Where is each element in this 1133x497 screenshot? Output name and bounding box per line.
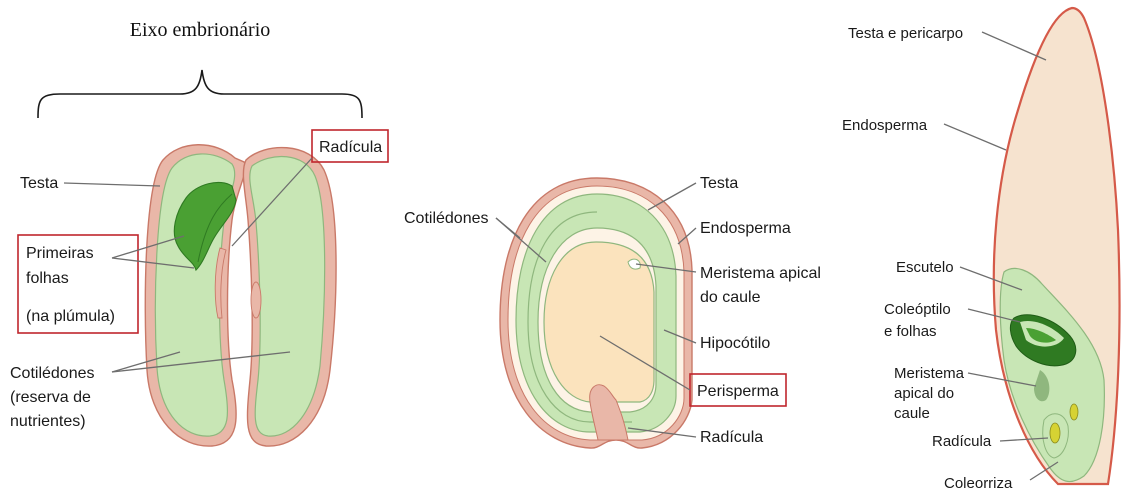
grain-coat-label: Testa e pericarpo [848,25,963,42]
middle-cotyledons-label: Cotilédones [404,210,489,227]
perisperm-seed: Cotilédones Testa Endosperma Meristema a… [404,175,821,448]
bean-seed: Eixo embrionário Radícula Testa Primeira… [10,19,388,446]
bean-radicle-label: Radícula [319,139,382,156]
first-leaves-label-1: Primeiras [26,245,94,262]
bean-testa-label: Testa [20,175,58,192]
grain-meristem-label-1: Meristema [894,365,965,382]
first-leaves-label-2: folhas [26,270,69,287]
grain-radicle [1050,423,1060,443]
grain-coleorhiza-label: Coleorriza [944,475,1013,492]
middle-hypocotyl-label: Hipocótilo [700,335,770,352]
grain-coleoptile-label-1: Coleóptilo [884,301,951,318]
bean-cotyledons-label-2: (reserva de [10,389,91,406]
middle-meristem-label-2: do caule [700,289,761,306]
embryonic-axis-brace [38,70,362,118]
middle-endosperm-label: Endosperma [700,220,791,237]
first-leaves-label-3: (na plúmula) [26,308,115,325]
bean-cotyledons-label-3: nutrientes) [10,413,86,430]
cereal-grain: Testa e pericarpo Endosperma Escutelo Co… [842,8,1120,492]
middle-meristem-label-1: Meristema apical [700,265,821,282]
grain-endosperm-label: Endosperma [842,117,928,134]
grain-radicle-label: Radícula [932,433,992,450]
grain-meristem-label-3: caule [894,405,930,422]
bean-cotyledons-label-1: Cotilédones [10,365,95,382]
middle-testa-label: Testa [700,175,738,192]
grain-scutellum-label: Escutelo [896,259,954,276]
grain-coleoptile-label-2: e folhas [884,323,937,340]
embryonic-axis-title: Eixo embrionário [130,19,271,41]
middle-radicle-label: Radícula [700,429,763,446]
grain-meristem-label-2: apical do [894,385,954,402]
middle-perisperm-label: Perisperma [697,383,779,400]
